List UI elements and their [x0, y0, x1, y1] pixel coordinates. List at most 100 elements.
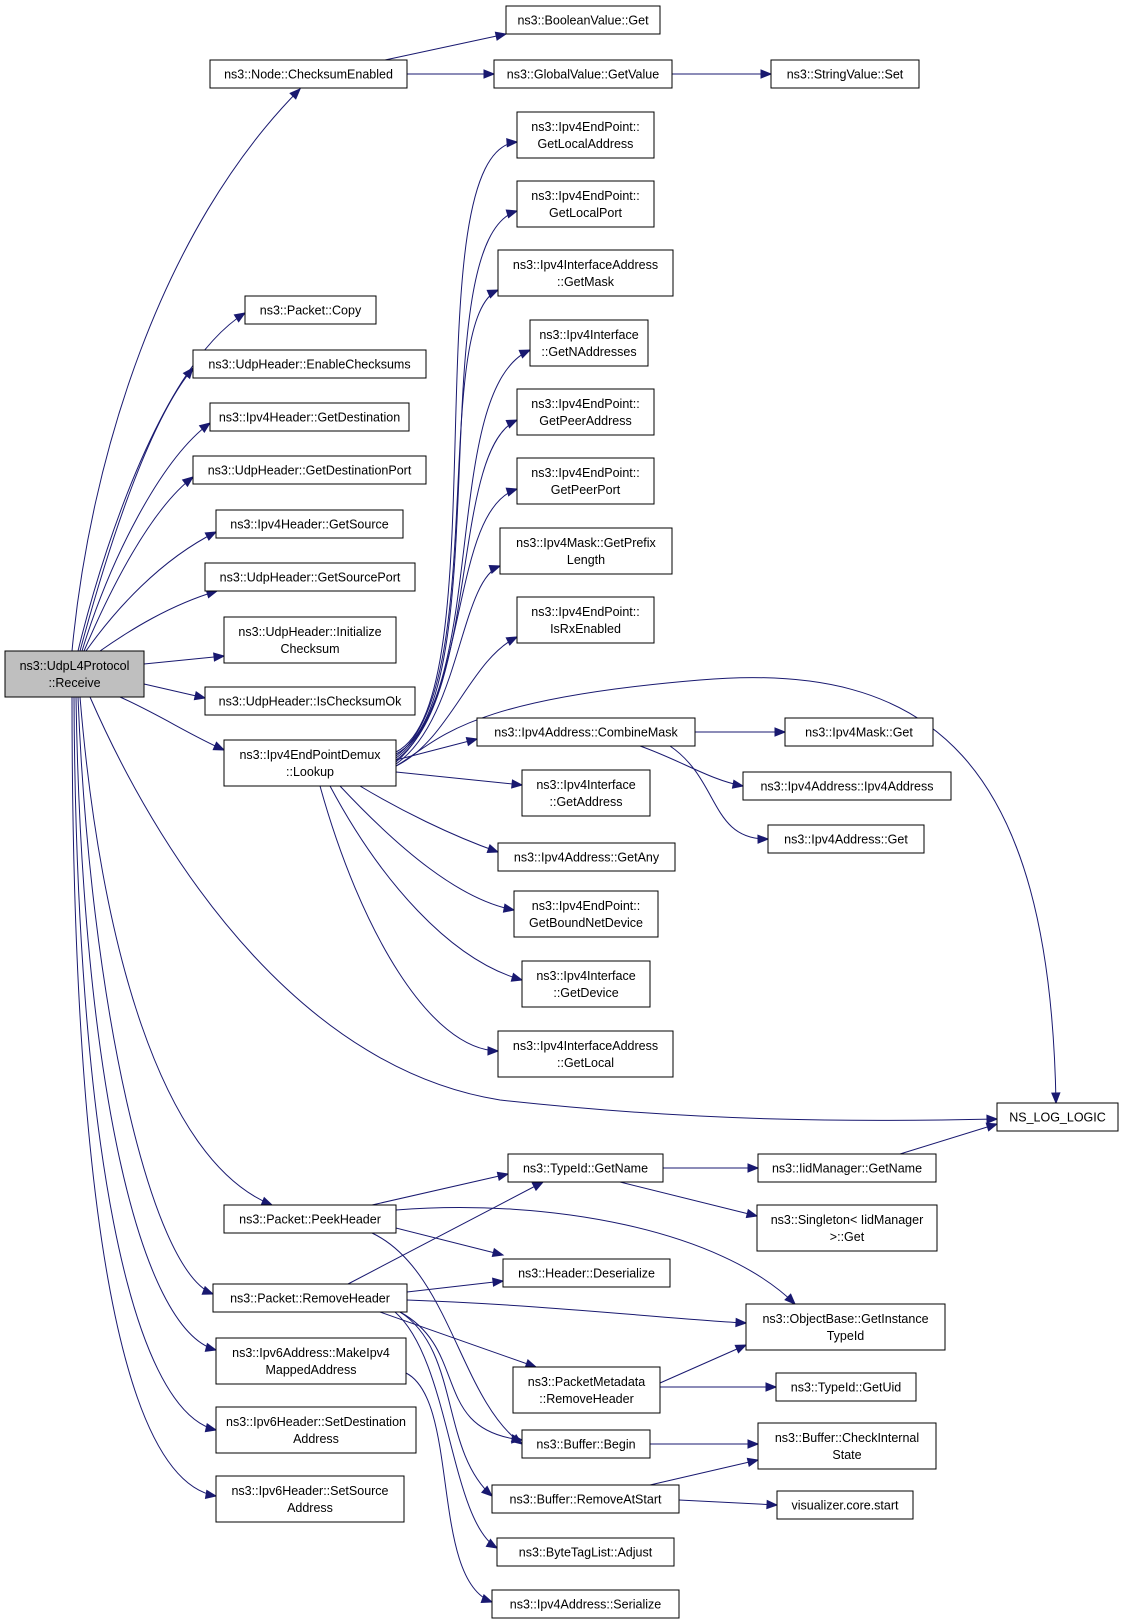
- node-ipv4h-getdestination[interactable]: ns3::Ipv4Header::GetDestination: [209, 402, 410, 432]
- node-iface-getnaddresses[interactable]: ns3::Ipv4Interface::GetNAddresses: [529, 319, 649, 367]
- node-label-line: ns3::Ipv4EndPoint::: [532, 899, 640, 913]
- node-ipv4h-getsource[interactable]: ns3::Ipv4Header::GetSource: [215, 509, 404, 539]
- node-addr-serialize[interactable]: ns3::Ipv4Address::Serialize: [491, 1589, 680, 1619]
- call-edge-root-to-packet_removeheader: [77, 696, 215, 1295]
- edge-line: [347, 1181, 544, 1285]
- node-box: [209, 402, 410, 432]
- node-label-line: MappedAddress: [265, 1363, 356, 1377]
- node-ep-getpeerport[interactable]: ns3::Ipv4EndPoint::GetPeerPort: [516, 457, 655, 505]
- node-ep-getlocalport[interactable]: ns3::Ipv4EndPoint::GetLocalPort: [516, 180, 655, 228]
- node-label-line: ns3::Ipv4EndPointDemux: [239, 748, 381, 762]
- node-label-line: State: [832, 1448, 861, 1462]
- edge-arrowhead: [492, 1277, 505, 1287]
- node-label-line: IsRxEnabled: [550, 622, 621, 636]
- node-box: [502, 1258, 671, 1288]
- node-label-line: ns3::BooleanValue::Get: [517, 14, 649, 28]
- edge-line: [395, 210, 518, 755]
- node-ns-log-logic[interactable]: NS_LOG_LOGIC: [996, 1102, 1119, 1132]
- node-global-getvalue[interactable]: ns3::GlobalValue::GetValue: [493, 59, 673, 89]
- node-ep-isrxenabled[interactable]: ns3::Ipv4EndPoint::IsRxEnabled: [516, 596, 655, 644]
- node-ifaddr-getmask[interactable]: ns3::Ipv4InterfaceAddress::GetMask: [497, 249, 674, 297]
- call-edge-addr_combinemask-to-addr_ipv4address: [639, 745, 745, 789]
- node-label-line: ns3::Ipv4Mask::GetPrefix: [516, 536, 656, 550]
- call-edge-demux_lookup-to-iface_getdevice: [329, 785, 524, 982]
- node-iface-getaddress[interactable]: ns3::Ipv4Interface::GetAddress: [521, 769, 651, 817]
- edge-arrowhead: [524, 1359, 538, 1368]
- node-label-line: ns3::UdpHeader::EnableChecksums: [208, 358, 410, 372]
- node-iface-getdevice[interactable]: ns3::Ipv4Interface::GetDevice: [521, 960, 651, 1008]
- node-string-set[interactable]: ns3::StringValue::Set: [770, 59, 920, 89]
- node-ep-getboundnetdevice[interactable]: ns3::Ipv4EndPoint::GetBoundNetDevice: [513, 890, 659, 938]
- node-packet-removeheader[interactable]: ns3::Packet::RemoveHeader: [212, 1283, 408, 1313]
- edge-line: [75, 696, 217, 1351]
- node-label-line: ns3::Ipv4EndPoint::: [531, 120, 639, 134]
- node-box: [204, 562, 416, 592]
- edge-arrowhead: [233, 312, 247, 323]
- node-addr-get[interactable]: ns3::Ipv4Address::Get: [767, 824, 925, 854]
- edge-line: [85, 531, 217, 652]
- node-addr-combinemask[interactable]: ns3::Ipv4Address::CombineMask: [476, 717, 696, 747]
- node-udp-getsourceport[interactable]: ns3::UdpHeader::GetSourcePort: [204, 562, 416, 592]
- edge-arrowhead: [465, 737, 479, 747]
- node-label-line: ns3::TypeId::GetUid: [791, 1381, 902, 1395]
- node-checksum-enabled[interactable]: ns3::Node::ChecksumEnabled: [209, 59, 408, 89]
- node-ep-getlocaladdress[interactable]: ns3::Ipv4EndPoint::GetLocalAddress: [516, 111, 655, 159]
- call-edge-demux_lookup-to-addr_getany: [359, 785, 500, 853]
- edge-line: [384, 33, 507, 61]
- node-singleton-get[interactable]: ns3::Singleton< IidManager>::Get: [756, 1204, 938, 1252]
- node-udp-ischecksumok[interactable]: ns3::UdpHeader::IsChecksumOk: [204, 686, 416, 716]
- call-edge-root-to-ns_log_logic: [89, 696, 999, 1124]
- node-visualizer-start[interactable]: visualizer.core.start: [776, 1490, 914, 1520]
- edge-arrowhead: [204, 1423, 218, 1433]
- node-typeid-getname[interactable]: ns3::TypeId::GetName: [507, 1153, 664, 1183]
- node-iidmanager-getname[interactable]: ns3::IidManager::GetName: [757, 1153, 937, 1183]
- edge-line: [669, 745, 769, 840]
- call-edge-packet_removeheader-to-bytetaglist_adjust: [394, 1311, 499, 1549]
- edge-line: [395, 677, 1057, 1104]
- node-ep-getpeeraddress[interactable]: ns3::Ipv4EndPoint::GetPeerAddress: [516, 388, 655, 436]
- node-box: [209, 59, 408, 89]
- node-box: [215, 1337, 407, 1385]
- node-label-line: ns3::IidManager::GetName: [772, 1162, 922, 1176]
- edge-line: [81, 422, 211, 652]
- edge-line: [71, 88, 301, 652]
- node-addr-ipv4address[interactable]: ns3::Ipv4Address::Ipv4Address: [742, 771, 952, 801]
- node-buffer-removeatstart[interactable]: ns3::Buffer::RemoveAtStart: [491, 1484, 680, 1514]
- node-mask-get[interactable]: ns3::Ipv4Mask::Get: [784, 717, 934, 747]
- edge-arrowhead: [289, 88, 301, 100]
- node-boolean-get[interactable]: ns3::BooleanValue::Get: [505, 5, 661, 35]
- node-box: [507, 1153, 664, 1183]
- edge-line: [79, 367, 194, 652]
- node-label-line: ns3::Buffer::RemoveAtStart: [510, 1493, 662, 1507]
- edge-arrowhead: [198, 422, 212, 434]
- node-demux-lookup[interactable]: ns3::Ipv4EndPointDemux::Lookup: [223, 739, 397, 787]
- node-label-line: ns3::UdpHeader::GetSourcePort: [220, 571, 401, 585]
- edge-line: [79, 696, 273, 1206]
- node-root[interactable]: ns3::UdpL4Protocol::Receive: [4, 650, 145, 698]
- node-label-line: ns3::Buffer::Begin: [536, 1438, 635, 1452]
- node-addr-getany[interactable]: ns3::Ipv4Address::GetAny: [497, 842, 676, 872]
- node-label-line: TypeId: [827, 1329, 865, 1343]
- call-edge-typeid_getname-to-singleton_get: [619, 1181, 759, 1219]
- edge-line: [395, 565, 501, 765]
- node-header-deserialize[interactable]: ns3::Header::Deserialize: [502, 1258, 671, 1288]
- node-box: [742, 771, 952, 801]
- node-label-line: ns3::Ipv4Address::Serialize: [510, 1598, 662, 1612]
- node-packet-copy[interactable]: ns3::Packet::Copy: [244, 295, 377, 325]
- node-metadata-removeheader[interactable]: ns3::PacketMetadata::RemoveHeader: [512, 1366, 661, 1414]
- node-udp-getdestinationport[interactable]: ns3::UdpHeader::GetDestinationPort: [192, 455, 427, 485]
- node-label-line: GetPeerAddress: [539, 414, 631, 428]
- node-bytetaglist-adjust[interactable]: ns3::ByteTagList::Adjust: [496, 1537, 675, 1567]
- node-packet-peekheader[interactable]: ns3::Packet::PeekHeader: [223, 1204, 397, 1234]
- node-ifaddr-getlocal[interactable]: ns3::Ipv4InterfaceAddress::GetLocal: [497, 1030, 674, 1078]
- node-udp-enablechecksums[interactable]: ns3::UdpHeader::EnableChecksums: [192, 349, 427, 379]
- node-typeid-getuid[interactable]: ns3::TypeId::GetUid: [775, 1372, 917, 1402]
- node-buffer-begin[interactable]: ns3::Buffer::Begin: [521, 1429, 651, 1459]
